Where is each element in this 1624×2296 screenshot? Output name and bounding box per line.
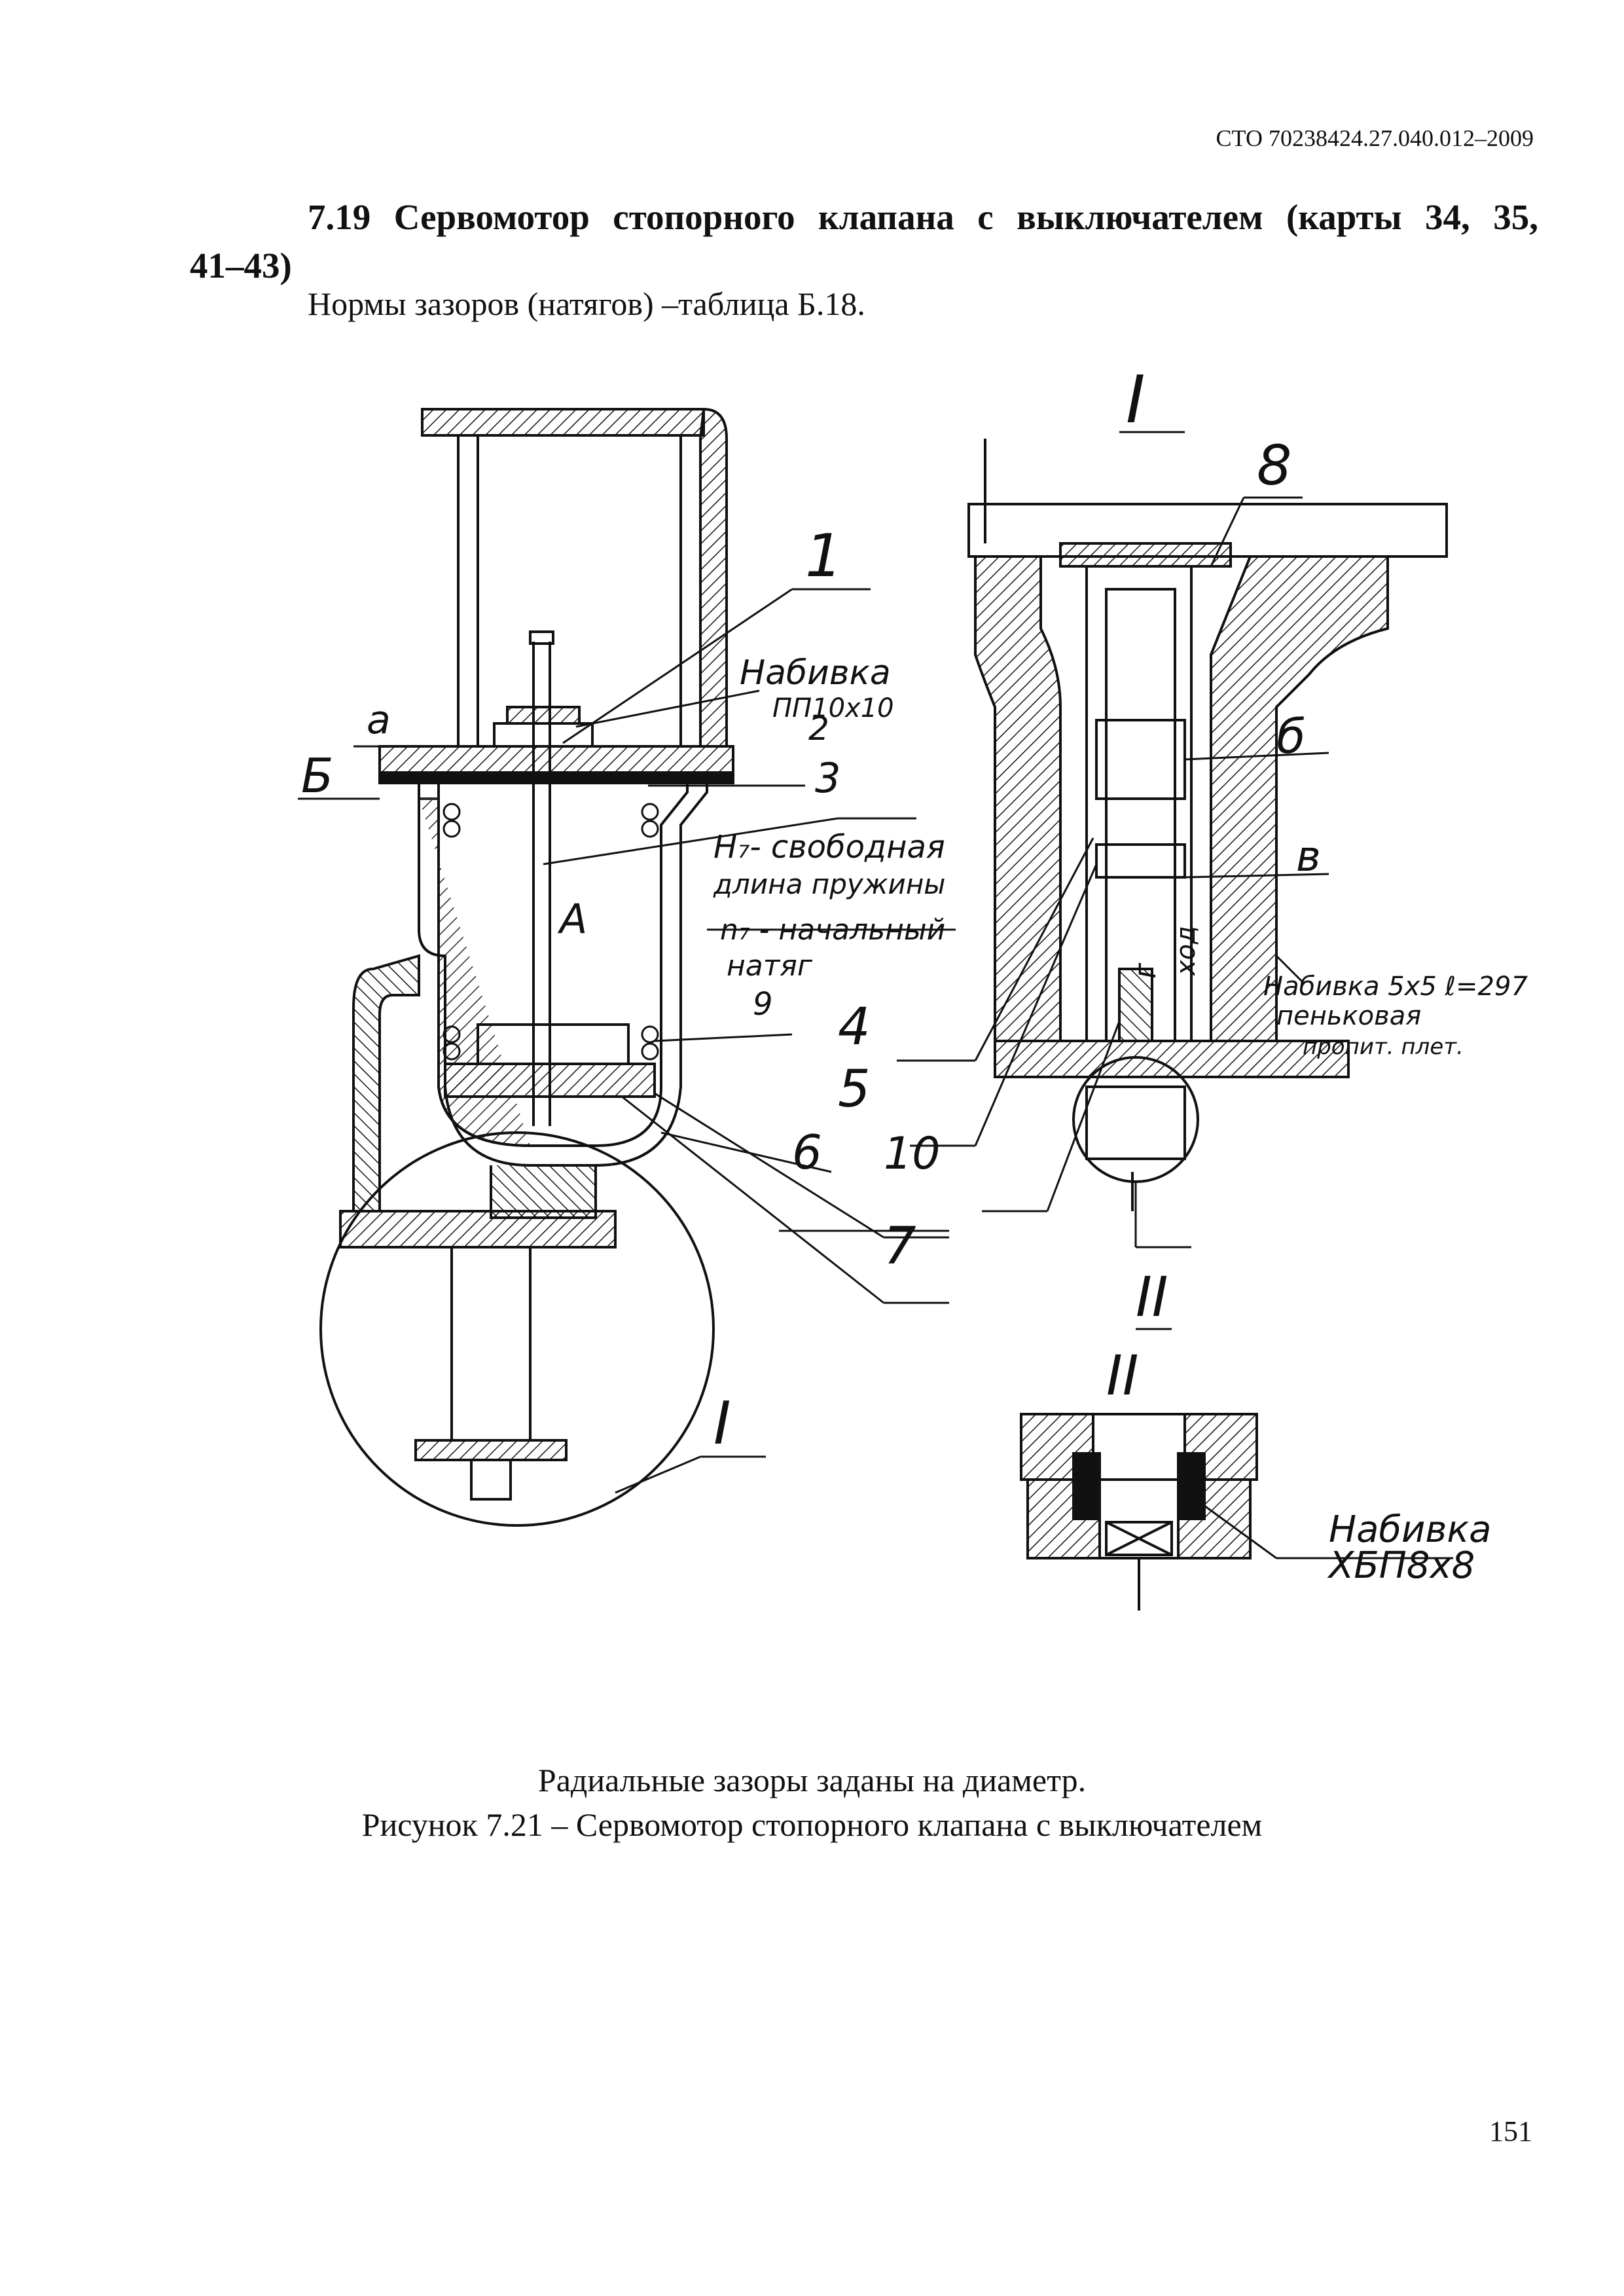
label-5: 5 [838,1060,871,1119]
figure-caption: Радиальные зазоры заданы на диаметр. Рис… [0,1758,1624,1847]
leader-lines [298,431,1453,1559]
label-packing2-line1: Набивка 5х5 ℓ=297 [1263,972,1528,1002]
label-g: г [1127,962,1163,979]
label-1: 1 [805,522,842,591]
label-b-right: б [1276,709,1305,764]
label-hod: ход [1171,926,1201,977]
document-code: СТО 70238424.27.040.012–2009 [1216,125,1534,151]
label-6: 6 [792,1125,822,1180]
section-heading: 7.19 Сервомотор стопорного клапана с вык… [190,193,1538,290]
norms-reference: Нормы зазоров (натягов) –таблица Б.18. [308,285,865,322]
label-packing3-line1: Набивка [1329,1508,1492,1551]
caption-title: Рисунок 7.21 – Сервомотор стопорного кла… [361,1806,1263,1843]
section-heading-line1: 7.19 Сервомотор стопорного клапана с вык… [308,197,1538,237]
label-spring-line1: Н₇- свободная [713,829,945,866]
label-7: 7 [884,1217,916,1276]
caption-note: Радиальные зазоры заданы на диаметр. [537,1762,1087,1798]
technical-drawing: I 1 Набивка ПП10х10 2 3 а Б Н₇- свободна… [255,367,1532,1715]
label-10: 10 [884,1128,941,1180]
label-v-right: в [1296,833,1321,881]
label-8: 8 [1257,433,1291,498]
label-A: А [557,895,587,943]
label-packing1-line1: Набивка [740,653,891,693]
label-spring-line2: длина пружины [713,868,945,900]
label-2: 2 [808,710,829,748]
label-packing3-line2: ХБП8х8 [1327,1544,1475,1587]
label-packing2-line3: пропит. плет. [1303,1034,1464,1060]
label-packing1-line2: ПП10х10 [772,693,894,723]
servomotor-drawing-svg: I 1 Набивка ПП10х10 2 3 а Б Н₇- свободна… [298,367,1528,1611]
detail-ii-drawing [1020,1413,1258,1611]
label-a: а [367,697,391,743]
label-9: 9 [753,986,773,1023]
left-assembly [319,407,734,1527]
label-spring-line3: n₇ - начальный [720,913,945,947]
label-view-ii-title: II [1106,1343,1139,1408]
label-spring-line4: натяг [727,949,813,983]
label-3: 3 [815,754,840,802]
label-packing2-line2: пеньковая [1276,1001,1421,1031]
label-view-i-top: I [1126,367,1146,438]
right-assembly [967,439,1448,1211]
section-heading-line2: 41–43) [190,246,292,285]
label-view-i-bottom: I [713,1389,731,1458]
label-view-ii-callout: II [1136,1265,1168,1329]
label-4: 4 [838,998,871,1057]
page-number: 151 [1489,2115,1532,2147]
label-b-left: Б [301,748,333,803]
